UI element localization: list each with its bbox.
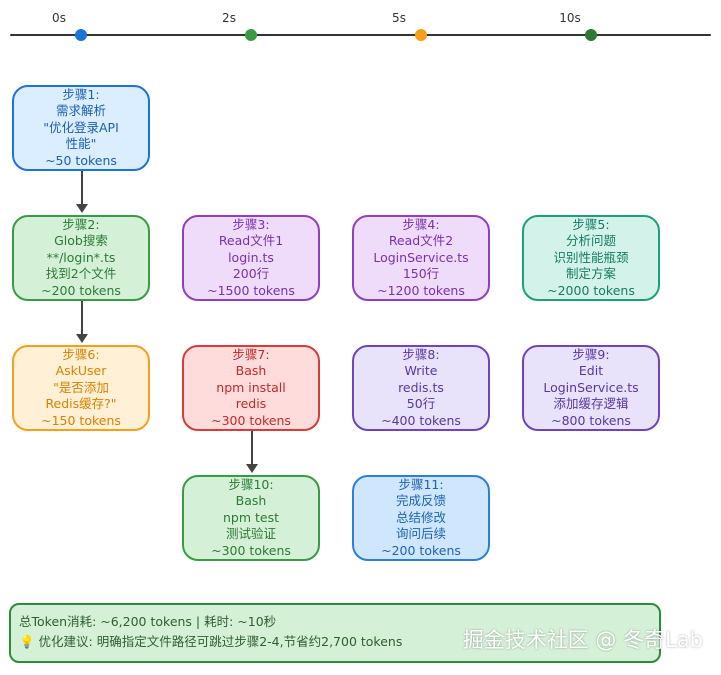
- step-label: 步骤5:: [572, 216, 610, 232]
- step-label: 步骤11:: [398, 476, 444, 492]
- step-label: 步骤3:: [232, 216, 270, 232]
- step-tokens: ~800 tokens: [551, 412, 631, 428]
- step-tokens: ~400 tokens: [381, 412, 461, 428]
- step-text: 测试验证: [225, 526, 276, 542]
- step-text: "优化登录API: [43, 119, 119, 135]
- step-11-node: 步骤11: 完成反馈 总结修改 询问后续 ~200 tokens: [352, 475, 490, 561]
- step-tokens: ~300 tokens: [211, 412, 291, 428]
- timeline-axis: [10, 34, 711, 36]
- step-text: 添加缓存逻辑: [553, 396, 629, 412]
- step-text: Read文件1: [218, 233, 284, 249]
- step-text: "是否添加: [53, 379, 109, 395]
- step-8-node: 步骤8: Write redis.ts 50行 ~400 tokens: [352, 345, 490, 431]
- summary-total: 总Token消耗: ~6,200 tokens | 耗时: ~10秒: [19, 614, 277, 629]
- step-10-node: 步骤10: Bash npm test 测试验证 ~300 tokens: [182, 475, 320, 561]
- step-9-node: 步骤9: Edit LoginService.ts 添加缓存逻辑 ~800 to…: [522, 345, 660, 431]
- step-6-node: 步骤6: AskUser "是否添加 Redis缓存?" ~150 tokens: [12, 345, 150, 431]
- step-text: 找到2个文件: [45, 266, 117, 282]
- step-label: 步骤8:: [402, 346, 440, 362]
- watermark: 掘金技术社区 @ 冬奇Lab: [462, 628, 703, 652]
- step-1-node: 步骤1: 需求解析 "优化登录API 性能" ~50 tokens: [12, 85, 150, 171]
- step-3-node: 步骤3: Read文件1 login.ts 200行 ~1500 tokens: [182, 215, 320, 301]
- timeline-tick-label: 10s: [559, 11, 581, 25]
- step-7-node: 步骤7: Bash npm install redis ~300 tokens: [182, 345, 320, 431]
- step-label: 步骤2:: [62, 216, 100, 232]
- step-text: AskUser: [55, 363, 107, 379]
- step-text: redis.ts: [398, 379, 444, 395]
- step-text: Edit: [578, 363, 604, 379]
- step-text: npm install: [216, 379, 286, 395]
- step-4-node: 步骤4: Read文件2 LoginService.ts 150行 ~1200 …: [352, 215, 490, 301]
- step-text: 200行: [232, 266, 270, 282]
- step-text: Bash: [235, 493, 267, 509]
- step-label: 步骤1:: [62, 86, 100, 102]
- step-tokens: ~50 tokens: [45, 152, 117, 168]
- step-label: 步骤9:: [572, 346, 610, 362]
- step-text: npm test: [222, 509, 279, 525]
- timeline-dot: [415, 29, 427, 41]
- timeline-dot: [75, 29, 87, 41]
- step-label: 步骤10:: [228, 476, 274, 492]
- step-tokens: ~300 tokens: [211, 542, 291, 558]
- step-text: Redis缓存?": [45, 396, 117, 412]
- timeline-tick-label: 2s: [222, 11, 236, 25]
- step-text: Bash: [235, 363, 267, 379]
- step-tokens: ~1200 tokens: [377, 282, 465, 298]
- step-tokens: ~200 tokens: [41, 282, 121, 298]
- step-text: 制定方案: [565, 266, 616, 282]
- step-text: Read文件2: [388, 233, 454, 249]
- step-text: Write: [404, 363, 438, 379]
- step-text: 需求解析: [55, 103, 106, 119]
- step-text: 分析问题: [565, 233, 616, 249]
- step-text: 50行: [406, 396, 436, 412]
- step-text: 识别性能瓶颈: [553, 249, 629, 265]
- step-text: 总结修改: [395, 509, 446, 525]
- step-tokens: ~150 tokens: [41, 412, 121, 428]
- step-2-node: 步骤2: Glob搜索 **/login*.ts 找到2个文件 ~200 tok…: [12, 215, 150, 301]
- step-label: 步骤7:: [232, 346, 270, 362]
- step-label: 步骤6:: [62, 346, 100, 362]
- timeline-tick-label: 0s: [52, 11, 66, 25]
- step-text: **/login*.ts: [46, 249, 116, 265]
- step-tokens: ~200 tokens: [381, 542, 461, 558]
- arrow-step7-to-step10: [246, 431, 258, 473]
- arrow-step2-to-step6: [76, 301, 88, 343]
- step-5-node: 步骤5: 分析问题 识别性能瓶颈 制定方案 ~2000 tokens: [522, 215, 660, 301]
- step-text: LoginService.ts: [373, 249, 469, 265]
- step-text: redis: [235, 396, 267, 412]
- step-text: LoginService.ts: [543, 379, 639, 395]
- step-label: 步骤4:: [402, 216, 440, 232]
- timeline-tick-label: 5s: [392, 11, 406, 25]
- timeline-dot: [245, 29, 257, 41]
- step-text: 完成反馈: [395, 493, 446, 509]
- step-text: 性能": [65, 136, 97, 152]
- step-text: login.ts: [228, 249, 274, 265]
- summary-panel: 总Token消耗: ~6,200 tokens | 耗时: ~10秒 💡 优化建…: [9, 603, 661, 663]
- step-tokens: ~2000 tokens: [547, 282, 635, 298]
- step-tokens: ~1500 tokens: [207, 282, 295, 298]
- step-text: 150行: [402, 266, 440, 282]
- summary-tip: 💡 优化建议: 明确指定文件路径可跳过步骤2-4,节省约2,700 tokens: [19, 634, 403, 649]
- arrow-step1-to-step2: [76, 171, 88, 213]
- timeline-dot: [585, 29, 597, 41]
- step-text: 询问后续: [395, 526, 446, 542]
- step-text: Glob搜索: [54, 233, 108, 249]
